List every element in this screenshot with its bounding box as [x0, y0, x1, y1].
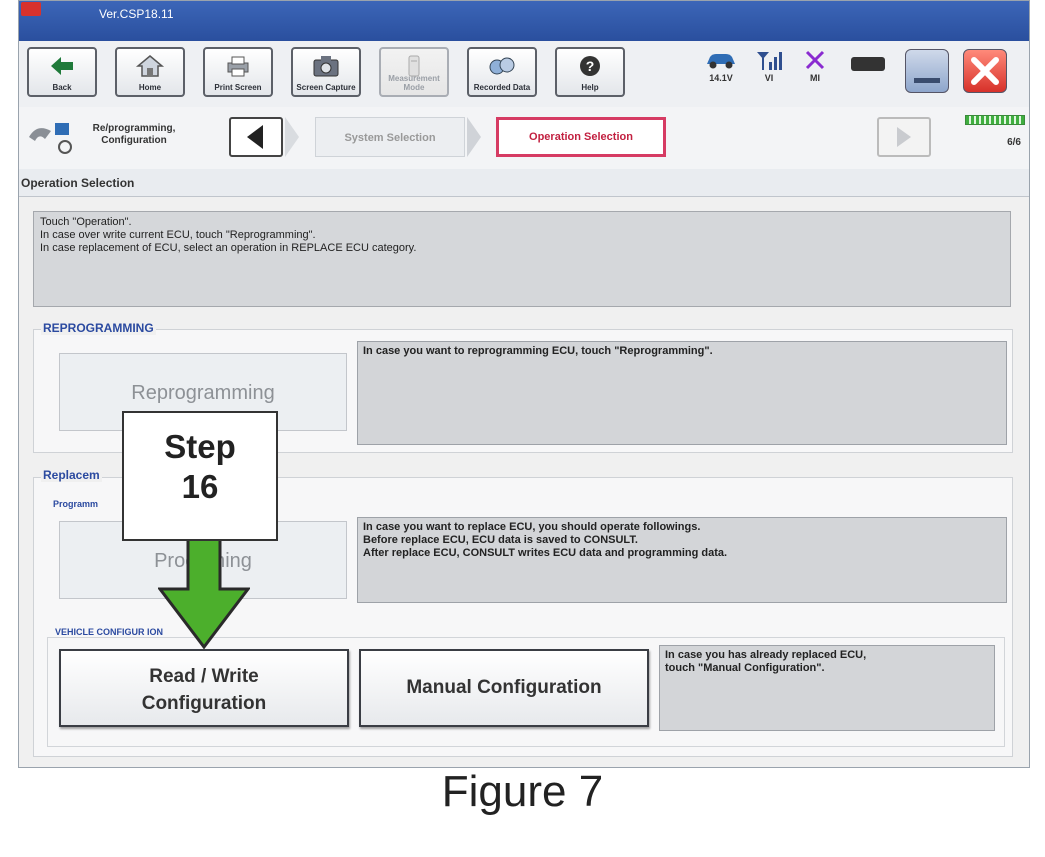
version-label: Ver.CSP18.11 [99, 7, 174, 21]
breadcrumb: Re/programming, Configuration System Sel… [19, 107, 1029, 170]
recorded-data-icon [489, 57, 515, 75]
button-label-line: Read / Write [149, 666, 259, 687]
car-icon [707, 54, 735, 69]
disconnected-x-icon [805, 50, 825, 70]
help-button[interactable]: ? Help [555, 47, 625, 97]
description-line: Before replace ECU, ECU data is saved to… [363, 534, 638, 546]
vi-status: VI [749, 49, 789, 83]
reprogramming-icon [29, 123, 72, 154]
reprogramming-section-title: REPROGRAMMING [41, 321, 156, 335]
vi-label: VI [764, 73, 774, 83]
consult-window: Ver.CSP18.11 Back Home Print Screen [18, 0, 1030, 768]
button-label-line: Configuration [141, 693, 267, 714]
meter-icon [408, 55, 420, 77]
recorded-data-button[interactable]: Recorded Data [467, 47, 537, 97]
step-callout-number: 16 [181, 468, 219, 505]
battery-indicator-icon [851, 57, 885, 71]
progress-indicator: 6/6 [965, 115, 1025, 148]
read-write-configuration-button[interactable]: Read / Write Configuration [59, 649, 349, 727]
close-icon [971, 57, 999, 85]
minimize-button[interactable] [905, 49, 949, 93]
breadcrumb-next-button[interactable] [877, 117, 931, 157]
progress-bar [965, 115, 1025, 125]
programming-subtitle: Programm [53, 499, 99, 509]
help-icon: ? [580, 56, 600, 76]
back-arrow-icon [51, 57, 73, 75]
close-button[interactable] [963, 49, 1007, 93]
measurement-mode-button[interactable]: Measurement Mode [379, 47, 449, 97]
crumb-operation-selection[interactable]: Operation Selection [496, 117, 666, 157]
breadcrumb-separator [467, 117, 481, 157]
triangle-right-icon [897, 127, 911, 147]
description-line: touch "Manual Configuration". [665, 662, 825, 674]
manual-configuration-button[interactable]: Manual Configuration [359, 649, 649, 727]
battery-status: 14.1V [701, 49, 741, 83]
instruction-line: In case replacement of ECU, select an op… [40, 242, 417, 254]
crumb-system-selection[interactable]: System Selection [315, 117, 465, 157]
page-title: Operation Selection [19, 169, 1029, 197]
camera-icon [313, 56, 339, 77]
reprogramming-description: In case you want to reprogramming ECU, t… [357, 341, 1007, 445]
vehicle-config-group [47, 637, 1005, 747]
title-bar: Ver.CSP18.11 [19, 1, 1029, 41]
screen-capture-button[interactable]: Screen Capture [291, 47, 361, 97]
replacement-section-title: Replacem [41, 468, 102, 482]
programming-description: In case you want to replace ECU, you sho… [357, 517, 1007, 603]
step-callout: Step 16 [122, 411, 278, 541]
breadcrumb-separator [285, 117, 299, 157]
svg-text:?: ? [586, 58, 595, 74]
figure-caption: Figure 7 [441, 767, 604, 816]
vehicle-configuration-subtitle: VEHICLE CONFIGUR ION [53, 627, 166, 637]
breadcrumb-title: Re/programming, Configuration [92, 123, 176, 146]
description-line: In case you has already replaced ECU, [665, 649, 867, 661]
consult-logo-icon [21, 2, 41, 16]
instruction-box: Touch "Operation". In case over write cu… [33, 211, 1011, 307]
voltage-label: 14.1V [709, 73, 733, 83]
description-line: After replace ECU, CONSULT writes ECU da… [363, 547, 728, 559]
mi-label: MI [810, 73, 820, 83]
print-screen-button[interactable]: Print Screen [203, 47, 273, 97]
breadcrumb-back-button[interactable] [229, 117, 283, 157]
printer-icon [227, 56, 249, 77]
manual-configuration-description: In case you has already replaced ECU, to… [659, 645, 995, 731]
home-button[interactable]: Home [115, 47, 185, 97]
back-button[interactable]: Back [27, 47, 97, 97]
step-callout-label: Step [164, 428, 236, 465]
minimize-icon [914, 78, 940, 83]
green-down-arrow-icon [158, 537, 250, 649]
toolbar: Back Home Print Screen Screen Capture [19, 41, 1029, 108]
description-line: In case you want to replace ECU, you sho… [363, 521, 701, 533]
instruction-line: Touch "Operation". [40, 216, 132, 228]
home-icon [135, 55, 165, 77]
signal-icon [757, 52, 782, 70]
instruction-line: In case over write current ECU, touch "R… [40, 229, 316, 241]
page-counter: 6/6 [1007, 137, 1021, 148]
triangle-left-icon [247, 125, 263, 149]
mi-status: MI [795, 49, 835, 83]
